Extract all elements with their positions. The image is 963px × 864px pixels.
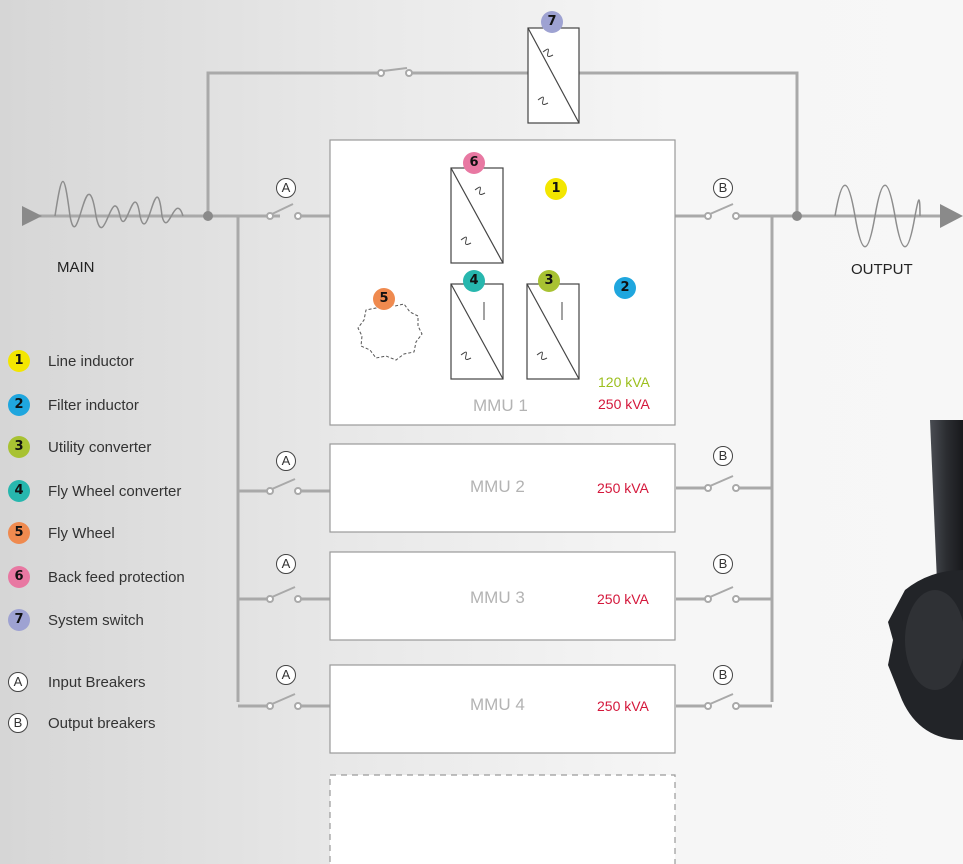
legend-label-1: Line inductor [48,353,134,370]
legend-label-4: Fly Wheel converter [48,483,182,500]
legend-badge-3: 3 [8,436,30,458]
input-breaker-marker: A [276,451,296,471]
mmu-1-label: MMU 1 [473,396,528,415]
legend-badge-7: 7 [8,609,30,631]
legend-badge-2: 2 [8,394,30,416]
input-breaker-marker: A [276,554,296,574]
output-waveform-icon [834,184,921,248]
output-label: OUTPUT [851,261,913,278]
legend-label-6: Back feed protection [48,569,185,586]
legend-badge-4: 4 [8,480,30,502]
badge-3-utility-converter: 3 [538,270,560,292]
flywheel-photo [888,420,963,740]
main-label: MAIN [57,259,95,276]
legend-label-5: Fly Wheel [48,525,115,542]
junctions [203,211,802,221]
main-arrow-icon [22,206,42,226]
legend-label-3: Utility converter [48,439,152,456]
badge-5-flywheel: 5 [373,288,395,310]
input-breaker-marker: A [276,178,296,198]
flywheel-icon [357,301,423,361]
legend-label-2: Filter inductor [48,397,139,414]
legend-label-7: System switch [48,612,144,629]
flywheel-converter [450,283,504,380]
backfeed-protection-converter [450,167,504,264]
output-breaker-marker: B [713,554,733,574]
legend-label-B: Output breakers [48,715,156,732]
legend-badge-A: A [8,672,28,692]
mmu-3-rating: 250 kVA [597,591,649,607]
legend-badge-B: B [8,713,28,733]
badge-6-backfeed: 6 [463,152,485,174]
utility-converter [526,283,580,380]
output-breaker-marker: B [713,446,733,466]
mmu-3-label: MMU 3 [470,588,525,607]
system-switch-converter [527,27,580,124]
main-waveform-icon [54,180,184,229]
mmu-2-rating: 250 kVA [597,480,649,496]
mmu-4-box [329,664,676,754]
legend-badge-1: 1 [8,350,30,372]
badge-4-flywheel-converter: 4 [463,270,485,292]
legend-badge-6: 6 [8,566,30,588]
mmu-2-box [329,443,676,533]
mmu-3-box [329,551,676,641]
input-breaker-marker: A [276,665,296,685]
mmu-4-label: MMU 4 [470,695,525,714]
output-breaker-marker: B [713,178,733,198]
badge-1-line-inductor: 1 [545,178,567,200]
badge-2-filter-inductor: 2 [614,277,636,299]
mmu-1-rating-250: 250 kVA [598,396,650,412]
legend-badge-5: 5 [8,522,30,544]
output-arrow-icon [940,204,963,228]
output-breaker-marker: B [713,665,733,685]
mmu-2-label: MMU 2 [470,477,525,496]
mmu-4-rating: 250 kVA [597,698,649,714]
legend-label-A: Input Breakers [48,674,146,691]
mmu-1-rating-120: 120 kVA [598,374,650,390]
badge-7-system-switch: 7 [541,11,563,33]
expansion-slot-box [329,774,676,864]
